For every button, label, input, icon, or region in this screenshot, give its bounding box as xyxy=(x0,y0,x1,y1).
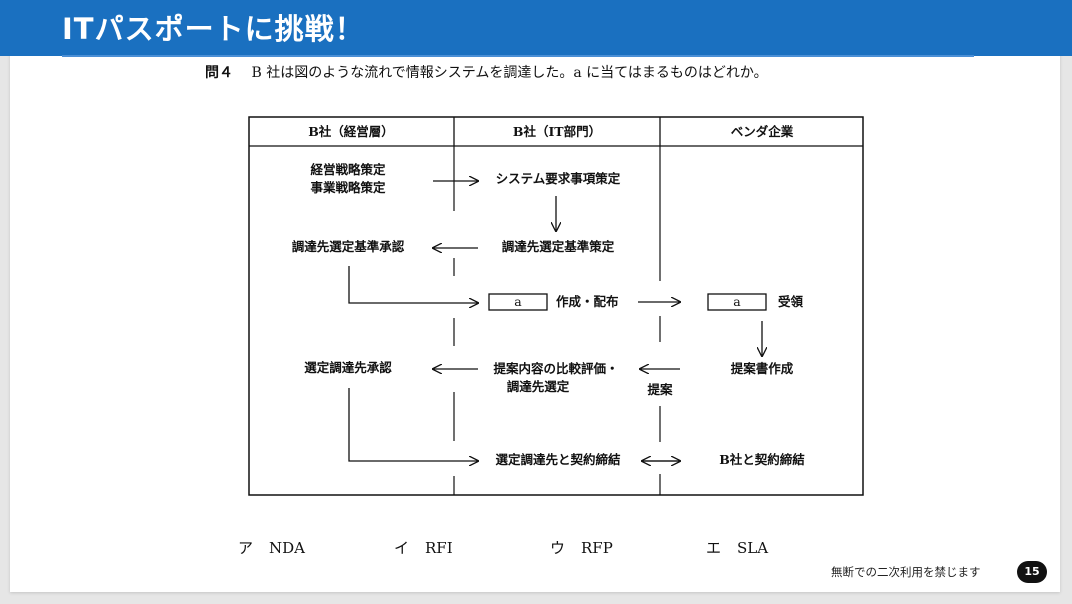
it-create-distribute: 作成・配布 xyxy=(556,294,619,309)
it-requirements: システム要求事項策定 xyxy=(496,171,621,186)
vendor-proposal-label: 提案 xyxy=(647,382,673,397)
blank-label-vendor: a xyxy=(733,294,741,309)
it-contract: 選定調達先と契約締結 xyxy=(495,452,621,467)
vendor-receive: 受領 xyxy=(778,294,804,309)
choice-key: エ xyxy=(706,539,722,557)
vendor-contract: B社と契約締結 xyxy=(719,452,805,467)
blank-box-vendor xyxy=(707,293,767,311)
choice-label: RFI xyxy=(425,539,453,557)
question: 問４ B 社は図のような流れで情報システムを調達した。a に当てはまるものはどれ… xyxy=(205,62,768,82)
arrow-approval-to-create xyxy=(348,266,478,303)
title-underline xyxy=(62,55,974,57)
arrow-approval-to-contract xyxy=(348,388,478,461)
question-number: 問４ xyxy=(205,65,233,81)
it-evaluate-line2: 調達先選定 xyxy=(507,379,570,394)
mgmt-criteria-approval: 調達先選定基準承認 xyxy=(292,239,405,254)
it-evaluate-line1: 提案内容の比較評価・ xyxy=(493,361,618,376)
mgmt-strategy-line1: 経営戦略策定 xyxy=(310,162,386,177)
choice-label: NDA xyxy=(269,539,305,557)
choice-label: SLA xyxy=(737,539,769,557)
choice-u[interactable]: ウ RFP xyxy=(550,537,613,558)
column-header-it: B社（IT部門） xyxy=(513,124,601,139)
mgmt-selection-approval: 選定調達先承認 xyxy=(304,360,392,375)
choice-e[interactable]: エ SLA xyxy=(706,537,768,558)
choice-i[interactable]: イ RFI xyxy=(394,537,453,558)
mgmt-strategy-line2: 事業戦略策定 xyxy=(310,180,386,195)
choice-key: ウ xyxy=(550,539,566,557)
blank-label-it: a xyxy=(514,294,522,309)
choice-key: イ xyxy=(394,539,410,557)
flow-diagram: B社（経営層） B社（IT部門） ベンダ企業 経営戦略策定 事業戦略策定 調達先… xyxy=(248,116,864,496)
copyright-note: 無断での二次利用を禁じます xyxy=(831,565,981,579)
column-header-vendor: ベンダ企業 xyxy=(731,124,794,139)
column-header-management: B社（経営層） xyxy=(308,124,394,139)
diagram-frame xyxy=(248,116,864,496)
choice-key: ア xyxy=(238,539,254,557)
choice-label: RFP xyxy=(581,539,613,557)
page-title: ITパスポートに挑戦！ xyxy=(62,12,365,46)
page-number-badge: 15 xyxy=(1017,561,1047,583)
it-criteria: 調達先選定基準策定 xyxy=(502,239,615,254)
choice-a[interactable]: ア NDA xyxy=(238,537,305,558)
blank-box-it xyxy=(488,293,548,311)
header-bar: ITパスポートに挑戦！ xyxy=(0,0,1072,56)
question-text: B 社は図のような流れで情報システムを調達した。a に当てはまるものはどれか。 xyxy=(251,65,768,81)
vendor-proposal-doc: 提案書作成 xyxy=(731,361,794,376)
